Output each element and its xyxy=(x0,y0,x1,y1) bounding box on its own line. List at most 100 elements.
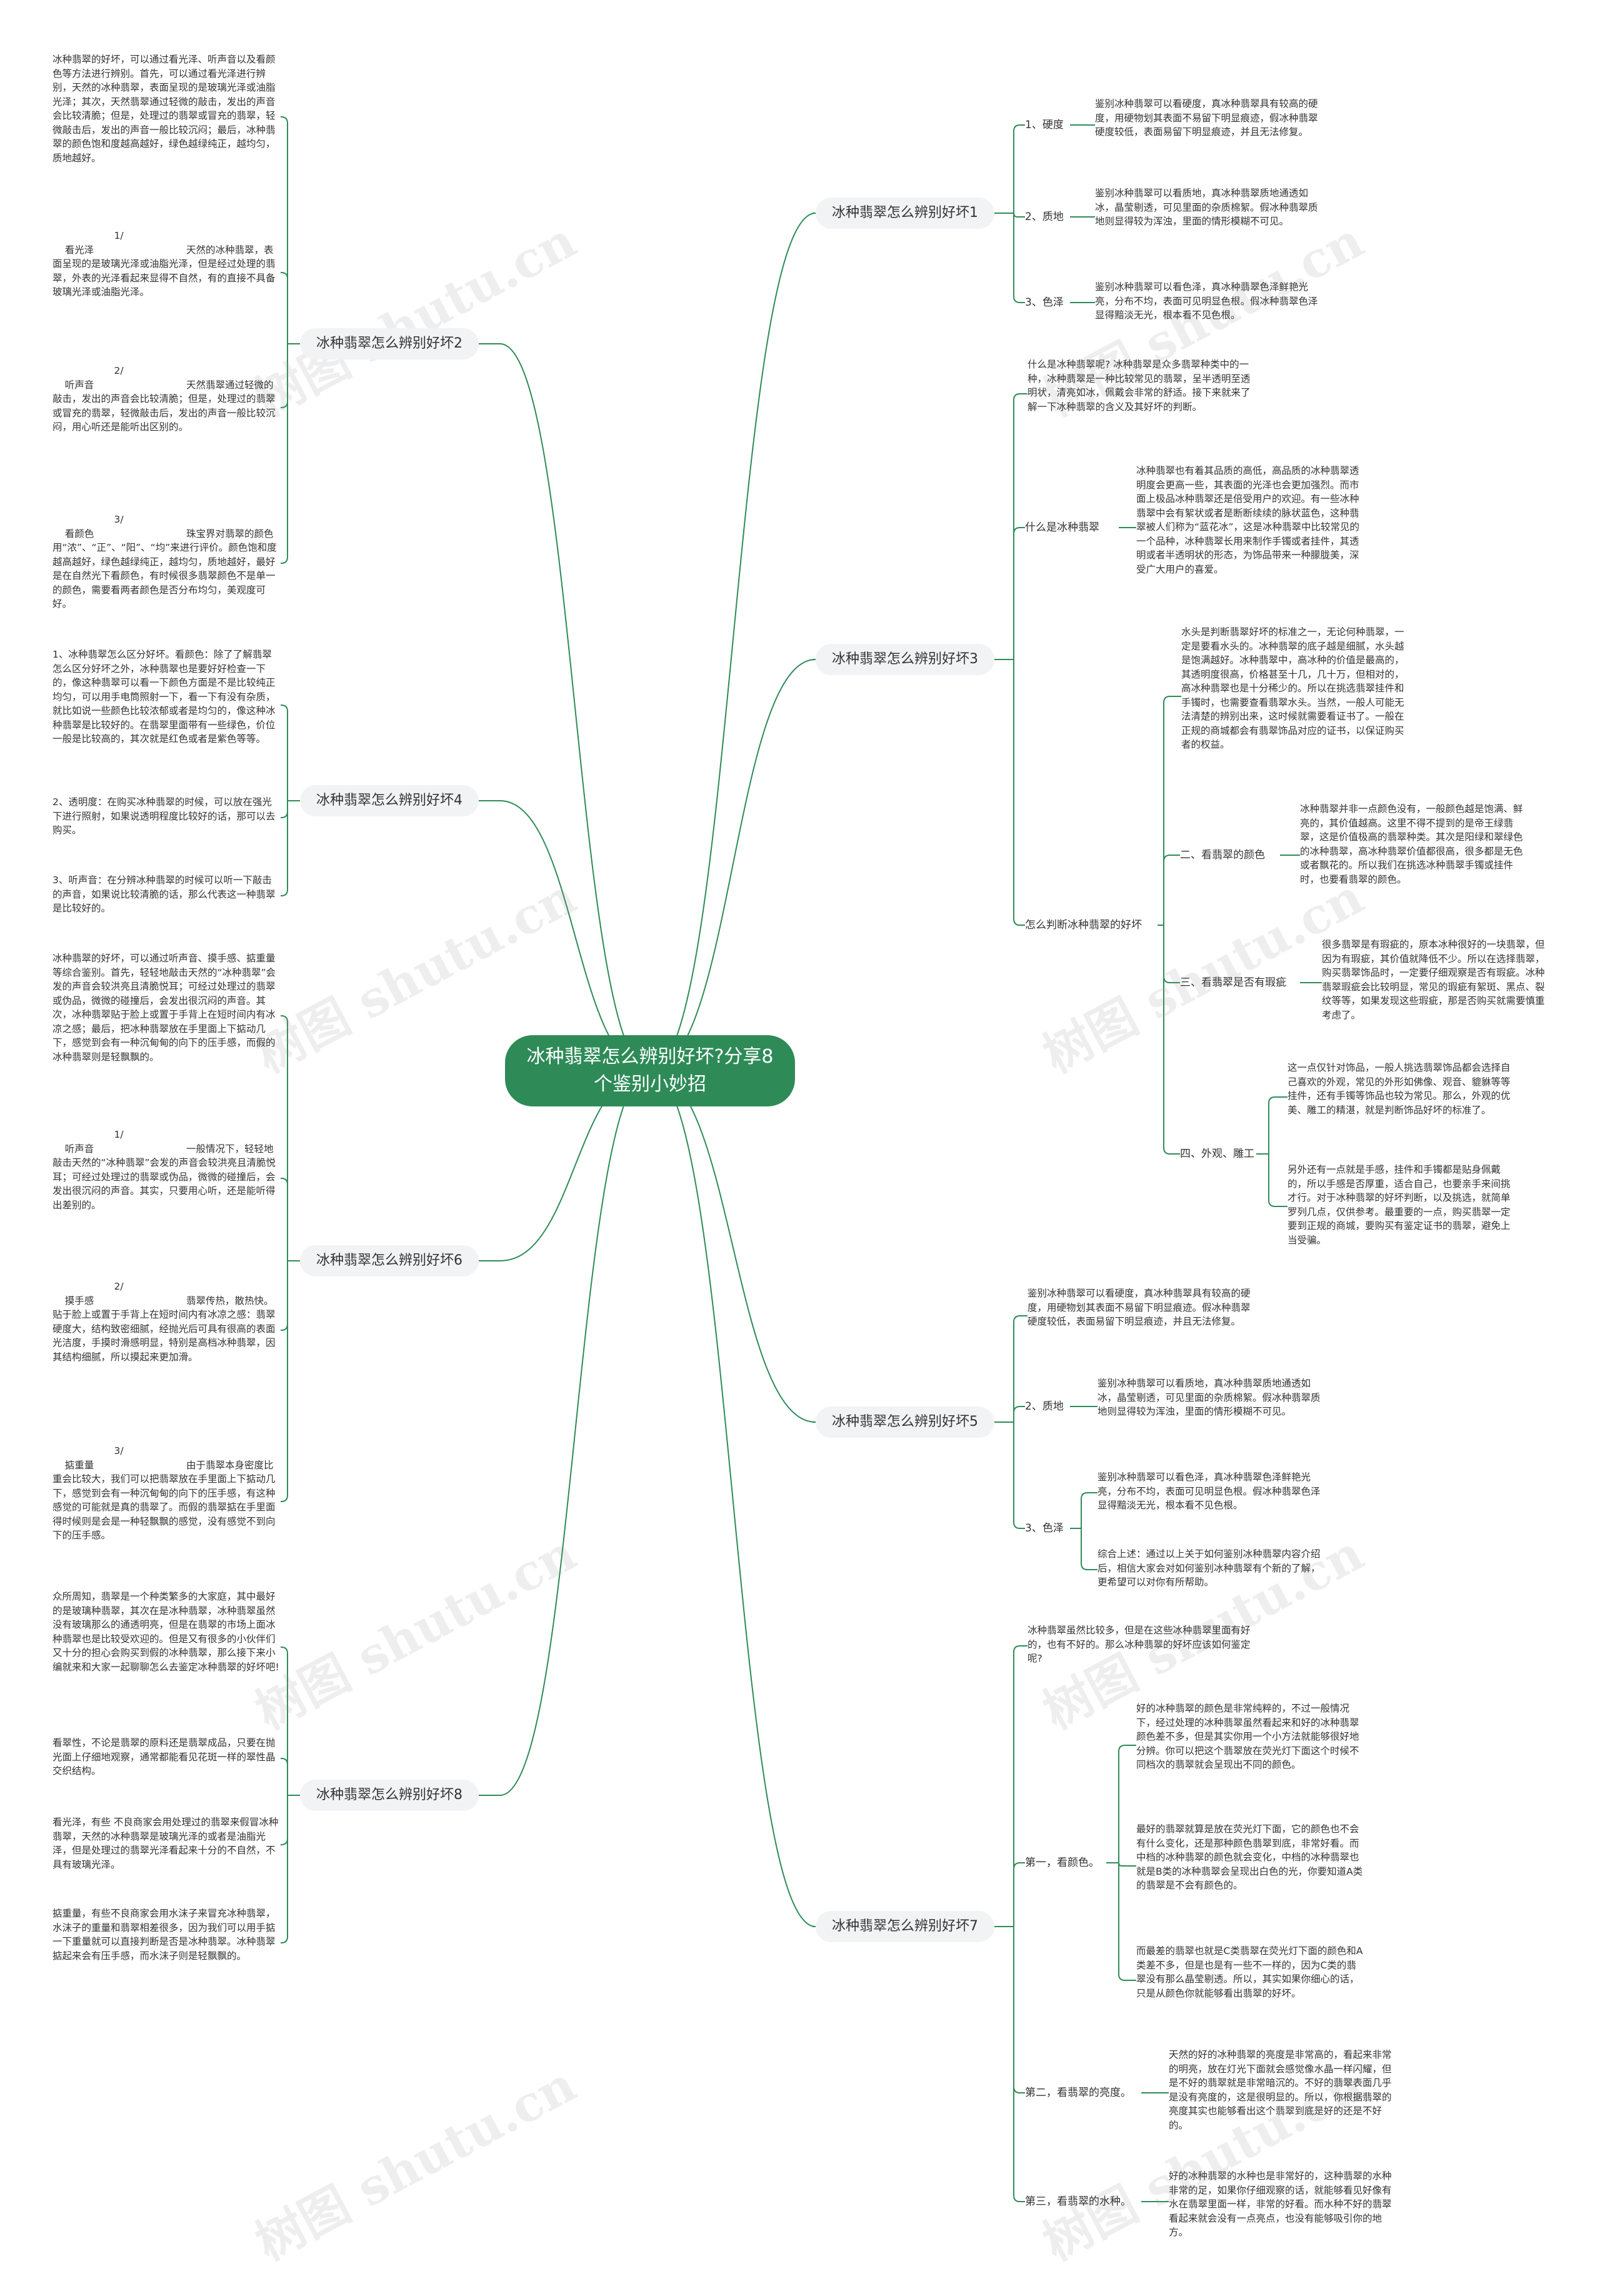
leaf-b7-water: 好的冰种翡翠的水种也是非常好的，这种翡翠的水种非常的足，如果你仔细观察的话，就能… xyxy=(1169,2170,1392,2238)
b7-color-connector xyxy=(1118,1862,1136,1867)
leaf-b2-gloss: 1/ 看光泽 天然的冰种翡翠，表面呈现的是玻璃光泽或油脂光泽，但是经过处理的翡翠… xyxy=(52,230,276,298)
leaf-b8-intro: 众所周知，翡翠是一个种类繁多的大家庭，其中最好的是玻璃种翡翠，其次在是冰种翡翠，… xyxy=(52,1591,279,1673)
b2-connector xyxy=(281,116,288,344)
leaf-b5-hardness: 鉴别冰种翡翠可以看硬度，真冰种翡翠具有较高的硬度，用硬物划其表面不易留下明显痕迹… xyxy=(1028,1288,1251,1327)
leaf-b3-what: 冰种翡翠也有着其品质的高低，高品质的冰种翡翠透明度会更高一些，其表面的光泽也会更… xyxy=(1136,465,1360,575)
b6-connector xyxy=(281,1015,288,1261)
b8-connector xyxy=(281,1795,288,1845)
root-connector xyxy=(499,343,651,1071)
b5-color-connector xyxy=(1081,1492,1098,1528)
root-connector xyxy=(499,800,651,1071)
leaf-b5-texture: 鉴别冰种翡翠可以看质地，真冰种翡翠质地通透如冰，晶莹剔透，可见里面的杂质棉絮。假… xyxy=(1098,1378,1321,1417)
root-connector xyxy=(649,659,816,1071)
branch-8[interactable]: 冰种翡翠怎么辨别好坏8 xyxy=(300,1780,479,1811)
b7-connector xyxy=(1013,1645,1028,1927)
leaf-b3-flaw: 很多翡翠是有瑕疵的，原本冰种很好的一块翡翠，但因为有瑕疵，其价值就降低不少。所以… xyxy=(1322,939,1545,1021)
sub-b7-color[interactable]: 第一，看颜色。 xyxy=(1025,1857,1099,1869)
sub-b1-texture[interactable]: 2、质地 xyxy=(1025,211,1064,223)
b2-connector xyxy=(281,344,288,408)
watermark: 树图 shutu.cn xyxy=(246,2056,585,2272)
leaf-b2-sound: 2/ 听声音 天然翡翠通过轻微的敲击，发出的声音会比较清脆；但是，处理过的翡翠或… xyxy=(52,365,276,433)
sub-b7-brightness[interactable]: 第二，看翡翠的亮度。 xyxy=(1025,2087,1131,2099)
b6-connector xyxy=(281,1261,288,1331)
b1-connector xyxy=(1013,213,1025,218)
b5-color-connector xyxy=(1081,1528,1098,1570)
leaf-b3-carving-a: 这一点仅针对饰品，一般人挑选翡翠饰品都会选择自己喜欢的外观，常见的外形如佛像、观… xyxy=(1288,1062,1511,1116)
branch-4[interactable]: 冰种翡翠怎么辨别好坏4 xyxy=(300,785,479,816)
b2-connector xyxy=(281,272,288,344)
branch-7[interactable]: 冰种翡翠怎么辨别好坏7 xyxy=(816,1911,994,1942)
leaf-b8-texture: 看翠性，不论是翡翠的原料还是翡翠成品，只要在抛光面上仔细地观察，通常都能看见花斑… xyxy=(52,1737,276,1777)
root-connector xyxy=(649,1070,816,1423)
leaf-b6-touch: 2/ 摸手感 翡翠传热，散热快。贴于脸上或置于手背上在短时间内有冰凉之感：翡翠硬… xyxy=(52,1281,276,1363)
root-connector xyxy=(649,213,816,1071)
b1-connector xyxy=(1013,213,1025,303)
leaf-b8-weight: 掂重量，有些不良商家会用水沫子来冒充冰种翡翠，水沫子的重量和翡翠相差很多，因为我… xyxy=(52,1908,276,1962)
b1-connector xyxy=(1013,124,1025,213)
b7-connector xyxy=(1013,1862,1025,1927)
b5-connector xyxy=(1013,1422,1025,1529)
b3-carving-connector xyxy=(1268,1154,1288,1207)
sub-b1-color[interactable]: 3、色泽 xyxy=(1025,296,1064,309)
leaf-b1-hardness: 鉴别冰种翡翠可以看硬度，真冰种翡翠具有较高的硬度，用硬物划其表面不易留下明显痕迹… xyxy=(1095,98,1318,138)
leaf-b7-intro: 冰种翡翠虽然比较多，但是在这些冰种翡翠里面有好的，也有不好的。那么冰种翡翠的好坏… xyxy=(1028,1625,1251,1664)
branch-5[interactable]: 冰种翡翠怎么辨别好坏5 xyxy=(816,1406,994,1438)
leaf-b3-water: 水头是判断翡翠好坏的标准之一，无论何种翡翠，一定是要看水头的。冰种翡翠的底子越是… xyxy=(1181,626,1404,750)
b4-connector xyxy=(281,801,288,818)
leaf-b8-gloss: 看光泽，有些 不良商家会用处理过的翡翠来假冒冰种翡翠，天然的冰种翡翠是玻璃光泽的… xyxy=(52,1817,279,1870)
leaf-b2-color: 3/ 看颜色 珠宝界对翡翠的颜色用“浓”、“正”、“阳”、“均”来进行评价。颜色… xyxy=(52,514,277,609)
leaf-b6-intro: 冰种翡翠的好坏，可以通过听声音、摸手感、掂重量等综合鉴别。首先，轻轻地敲击天然的… xyxy=(52,953,276,1063)
leaf-b4-transparency: 2、透明度：在购买冰种翡翠的时候，可以放在强光下进行照射，如果说透明程度比较好的… xyxy=(52,796,276,836)
b5-connector xyxy=(1013,1406,1025,1422)
b7-color-connector xyxy=(1118,1745,1136,1863)
sub-b5-color[interactable]: 3、色泽 xyxy=(1025,1522,1064,1535)
b7-connector xyxy=(1013,1927,1025,2202)
leaf-b3-color: 冰种翡翠并非一点颜色没有，一般颜色越是饱满、鲜亮的，其价值越高。这里不得不提到的… xyxy=(1300,803,1523,885)
leaf-b5-summary: 综合上述：通过以上关于如何鉴别冰种翡翠内容介绍后，相信大家会对如何鉴别冰种翡翠有… xyxy=(1098,1548,1321,1588)
b7-color-connector xyxy=(1118,1863,1136,1981)
b3-judge-connector xyxy=(1163,925,1180,1155)
branch-6[interactable]: 冰种翡翠怎么辨别好坏6 xyxy=(300,1245,479,1276)
leaf-b6-sound: 1/ 听声音 一般情况下，轻轻地敲击天然的“冰种翡翠”会发的声音会较洪亮且清脆悦… xyxy=(52,1129,276,1211)
sub-b3-what[interactable]: 什么是冰种翡翠 xyxy=(1025,521,1099,534)
branch-2[interactable]: 冰种翡翠怎么辨别好坏2 xyxy=(300,328,479,359)
leaf-b7-color-b: 最好的翡翠就算是放在荧光灯下面，它的颜色也不会有什么变化，还是那种颜色翡翠到底，… xyxy=(1136,1823,1363,1891)
leaf-b6-weight: 3/ 掂重量 由于翡翠本身密度比重会比较大，我们可以把翡翠放在手里面上下掂动几下… xyxy=(52,1445,276,1541)
b7-connector xyxy=(1013,1927,1025,2093)
sub-b5-texture[interactable]: 2、质地 xyxy=(1025,1400,1064,1413)
leaf-b7-color-a: 好的冰种翡翠的颜色是非常纯粹的，不过一般情况下，经过处理的冰种翡翠虽然看起来和好… xyxy=(1136,1703,1359,1770)
leaf-b7-brightness: 天然的好的冰种翡翠的亮度是非常高的，看起来非常的明亮，放在灯光下面就会感觉像水晶… xyxy=(1169,2049,1392,2131)
root-topic[interactable]: 冰种翡翠怎么辨别好坏?分享8个鉴别小妙招 xyxy=(505,1035,795,1106)
leaf-b4-sound: 3、听声音：在分辨冰种翡翠的时候可以听一下敲击的声音，如果说比较清脆的话，那么代… xyxy=(52,875,276,914)
b3-carving-connector xyxy=(1268,1096,1288,1154)
b4-connector xyxy=(281,801,288,896)
b6-connector xyxy=(281,1178,288,1261)
leaf-b1-texture: 鉴别冰种翡翠可以看质地，真冰种翡翠质地通透如冰，晶莹剔透，可见里面的杂质棉絮。假… xyxy=(1095,188,1318,227)
leaf-b7-color-c: 而最差的翡翠也就是C类翡翠在荧光灯下面的颜色和A类差不多，但是也是有一些不一样的… xyxy=(1136,1945,1363,1999)
b8-connector xyxy=(281,1795,288,1943)
sub-b3-color[interactable]: 二、看翡翠的颜色 xyxy=(1180,849,1265,861)
leaf-b5-color: 鉴别冰种翡翠可以看色泽，真冰种翡翠色泽鲜艳光亮，分布不均，表面可见明显色根。假冰… xyxy=(1098,1471,1321,1511)
sub-b7-water[interactable]: 第三，看翡翠的水种。 xyxy=(1025,2195,1131,2208)
watermark: 树图 shutu.cn xyxy=(246,212,585,428)
sub-b3-judge[interactable]: 怎么判断冰种翡翠的好坏 xyxy=(1025,919,1142,931)
leaf-b2-intro: 冰种翡翠的好坏，可以通过看光泽、听声音以及看颜色等方法进行辨别。首先，可以通过看… xyxy=(52,54,276,164)
watermark: 树图 shutu.cn xyxy=(246,1525,585,1741)
sub-b1-hardness[interactable]: 1、硬度 xyxy=(1025,119,1064,131)
b4-connector xyxy=(281,704,288,801)
b8-connector xyxy=(281,1758,288,1795)
branch-1[interactable]: 冰种翡翠怎么辨别好坏1 xyxy=(816,198,994,229)
leaf-b3-intro: 什么是冰种翡翠呢? 冰种翡翠是众多翡翠种类中的一种，冰种翡翠是一种比较常见的翡翠… xyxy=(1028,359,1251,413)
leaf-b3-carving-b: 另外还有一点就是手感，挂件和手镯都是贴身佩戴的，所以手感是否厚重，适合自己，也要… xyxy=(1288,1164,1511,1246)
leaf-b4-color: 1、冰种翡翠怎么区分好坏。看颜色：除了了解翡翠怎么区分好坏之外，冰种翡翠也是要好… xyxy=(52,649,276,744)
branch-3[interactable]: 冰种翡翠怎么辨别好坏3 xyxy=(816,644,994,675)
root-connector xyxy=(499,1070,651,1796)
leaf-b1-color: 鉴别冰种翡翠可以看色泽，真冰种翡翠色泽鲜艳光亮，分布不均，表面可见明显色根。假冰… xyxy=(1095,281,1318,321)
b3-judge-connector xyxy=(1163,855,1180,925)
sub-b3-flaw[interactable]: 三、看翡翠是否有瑕疵 xyxy=(1180,976,1286,989)
sub-b3-carving[interactable]: 四、外观、雕工 xyxy=(1180,1148,1254,1160)
b3-judge-connector xyxy=(1163,925,1180,983)
b3-connector xyxy=(1013,527,1025,659)
b3-connector xyxy=(1013,659,1025,926)
